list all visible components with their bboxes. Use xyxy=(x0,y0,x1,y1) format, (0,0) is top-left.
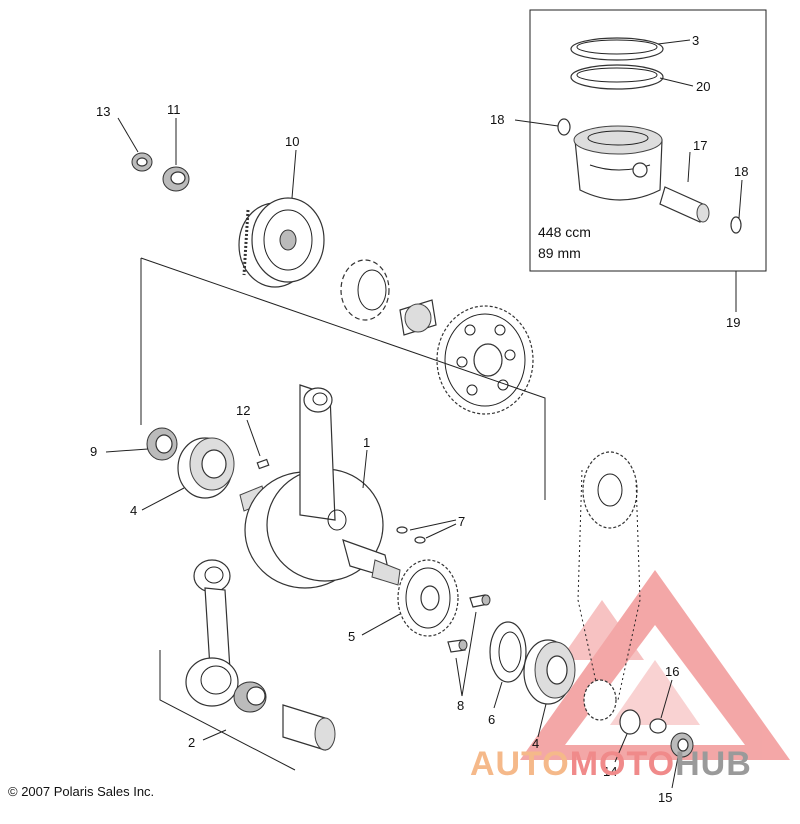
watermark-auto: AUTO xyxy=(470,745,570,783)
piston-ring-20 xyxy=(570,64,664,90)
callout-15: 15 xyxy=(658,790,672,805)
watermark-hub: HUB xyxy=(675,745,752,783)
callout-18-right: 18 xyxy=(734,164,748,179)
callout-4-left: 4 xyxy=(130,503,137,518)
inset-displacement: 448 ccm xyxy=(538,224,591,240)
bearing-11 xyxy=(162,166,190,192)
callout-1: 1 xyxy=(363,435,370,450)
callout-2: 2 xyxy=(188,735,195,750)
circlip-14 xyxy=(619,709,641,735)
callout-4-right: 4 xyxy=(532,736,539,751)
cam-chain xyxy=(577,451,641,721)
callout-8: 8 xyxy=(457,698,464,713)
conrod-bearing xyxy=(233,681,267,713)
piston xyxy=(573,125,663,201)
callout-18-left: 18 xyxy=(490,112,504,127)
callout-14: 14 xyxy=(603,764,617,779)
key-12 xyxy=(256,458,270,470)
flywheel-10 xyxy=(238,197,325,288)
piston-pin xyxy=(659,186,710,223)
watermark-text: AUTOMOTOHUB xyxy=(470,745,752,783)
callout-10: 10 xyxy=(285,134,299,149)
circlip-18-right xyxy=(730,216,742,234)
crankshaft-1 xyxy=(239,384,401,589)
callout-3: 3 xyxy=(692,33,699,48)
bearing-4-left xyxy=(177,437,235,499)
circlip-18-left xyxy=(557,118,571,136)
callout-6: 6 xyxy=(488,712,495,727)
needle-bearing xyxy=(399,299,437,336)
callout-17: 17 xyxy=(693,138,707,153)
bolt-8b xyxy=(447,639,468,653)
gear-5 xyxy=(397,559,459,637)
callout-11: 11 xyxy=(167,102,181,117)
callout-9: 9 xyxy=(90,444,97,459)
callout-13: 13 xyxy=(96,104,110,119)
pin-7a xyxy=(396,526,408,534)
washer-6 xyxy=(489,621,527,683)
callout-7: 7 xyxy=(458,514,465,529)
inset-bore: 89 mm xyxy=(538,245,581,261)
starter-clutch xyxy=(340,259,390,321)
watermark-moto: MOTO xyxy=(570,745,675,783)
piston-ring-3 xyxy=(570,37,664,61)
bolt-8a xyxy=(469,594,491,608)
starter-gear xyxy=(436,305,534,415)
piston-inset-box xyxy=(529,9,767,272)
callout-20: 20 xyxy=(696,79,710,94)
crank-pin xyxy=(282,704,336,751)
pin-7b xyxy=(414,536,426,544)
callout-5: 5 xyxy=(348,629,355,644)
nut-15 xyxy=(670,732,694,758)
conrod-2 xyxy=(185,559,239,707)
seal-9 xyxy=(146,427,178,461)
bearing-4-right xyxy=(523,639,576,705)
copyright-text: © 2007 Polaris Sales Inc. xyxy=(8,784,154,799)
callout-12: 12 xyxy=(236,403,250,418)
callout-16: 16 xyxy=(665,664,679,679)
callout-19: 19 xyxy=(726,315,740,330)
seal-13 xyxy=(131,152,153,172)
washer-16 xyxy=(649,718,667,734)
